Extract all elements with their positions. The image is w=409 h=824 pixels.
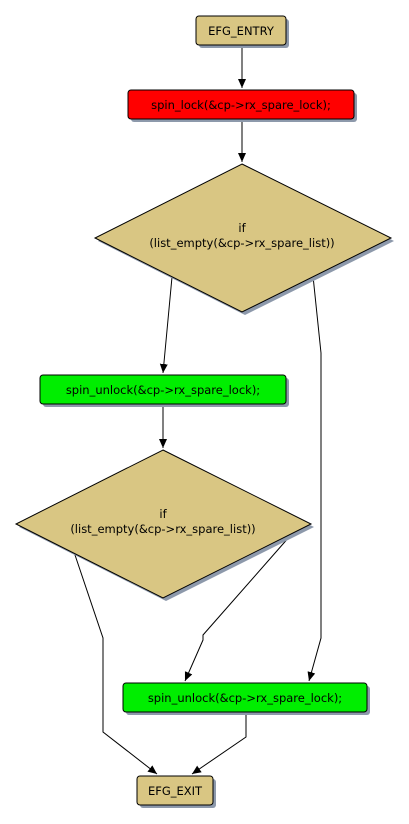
- exit-box: [136, 775, 214, 806]
- exit-label: EFG_EXIT: [148, 784, 203, 798]
- node-efg-entry: EFG_ENTRY: [195, 15, 289, 48]
- decision-2-label-if: if: [159, 507, 167, 521]
- entry-box: [195, 15, 287, 46]
- unlock-1-label: spin_unlock(&cp->rx_spare_lock);: [66, 383, 260, 397]
- edge-unlock2-to-exit: [191, 713, 247, 775]
- decision-1-label-condition: (list_empty(&cp->rx_spare_list)): [149, 236, 334, 250]
- lock-box: [127, 89, 355, 120]
- decision-1-diamond: [93, 163, 393, 313]
- node-decision-2: if (list_empty(&cp->rx_spare_list)): [14, 449, 314, 601]
- edges-layer: [73, 46, 322, 775]
- node-decision-1: if (list_empty(&cp->rx_spare_list)): [93, 163, 394, 315]
- edge-cond2-to-exit: [73, 551, 158, 775]
- edge-cond1-to-unlock2: [307, 275, 322, 682]
- decision-2-diamond: [14, 449, 313, 599]
- decision-2-label-condition: (list_empty(&cp->rx_spare_list)): [70, 522, 255, 536]
- edge-cond2-to-unlock2: [184, 535, 291, 682]
- node-spin-lock: spin_lock(&cp->rx_spare_lock);: [127, 89, 357, 122]
- unlock-2-label: spin_unlock(&cp->rx_spare_lock);: [148, 691, 342, 705]
- lock-label: spin_lock(&cp->rx_spare_lock);: [151, 98, 331, 112]
- unlock-1-box: [39, 374, 287, 405]
- node-spin-unlock-1: spin_unlock(&cp->rx_spare_lock);: [39, 374, 289, 407]
- unlock-2-box: [122, 682, 368, 713]
- decision-1-label-if: if: [238, 221, 246, 235]
- node-spin-unlock-2: spin_unlock(&cp->rx_spare_lock);: [122, 682, 370, 715]
- node-efg-exit: EFG_EXIT: [136, 775, 216, 808]
- entry-label: EFG_ENTRY: [208, 24, 275, 38]
- edge-cond1-to-unlock1: [159, 276, 173, 374]
